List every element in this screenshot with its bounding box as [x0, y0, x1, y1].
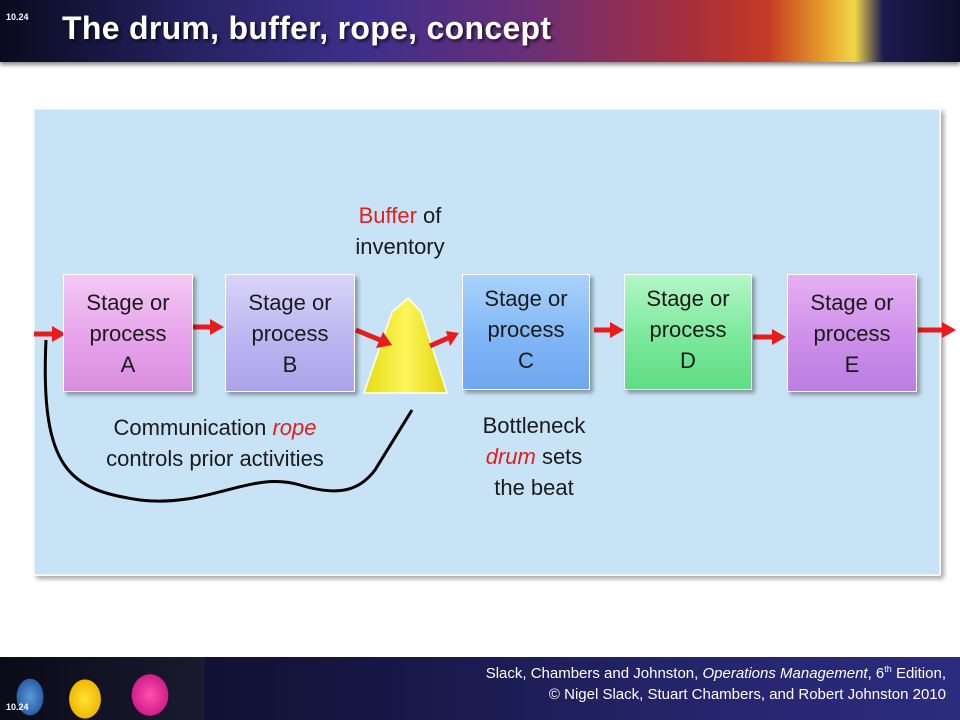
- footer-edition-prefix: , 6: [867, 665, 885, 682]
- stage-c-line2: process: [487, 317, 565, 342]
- buffer-label: Buffer of inventory: [300, 200, 500, 262]
- stage-process-a: Stage or process A: [63, 274, 193, 392]
- buffer-line2: inventory: [355, 234, 445, 259]
- arrow-buffer-to-c: [428, 335, 450, 349]
- page-number-top: 10.24: [6, 12, 29, 22]
- buffer-triangle: [362, 296, 449, 394]
- arrow-a-to-b-head: [210, 319, 224, 335]
- stage-d-line1: Stage or: [646, 286, 730, 311]
- rope-highlight: rope: [272, 415, 317, 440]
- footer-edition-sup: th: [884, 664, 892, 674]
- stage-process-c: Stage or process C: [462, 274, 590, 390]
- rope-label: Communication rope controls prior activi…: [60, 412, 370, 474]
- footer-citation: Slack, Chambers and Johnston, Operations…: [486, 664, 946, 682]
- stage-e-line2: process: [813, 320, 891, 346]
- rope-line2: controls prior activities: [106, 446, 324, 471]
- stage-process-b: Stage or process B: [225, 274, 355, 392]
- arrows: [34, 319, 956, 349]
- stage-a-line1: Stage or: [86, 289, 170, 315]
- stage-process-e: Stage or process E: [787, 274, 917, 392]
- buffer-rest: of: [416, 203, 442, 228]
- stage-e-line1: Stage or: [810, 289, 894, 315]
- stage-c-line1: Stage or: [484, 286, 568, 311]
- footer-authors: Slack, Chambers and Johnston,: [485, 665, 703, 682]
- stage-d-line3: D: [680, 348, 696, 373]
- drum-highlight: drum: [485, 444, 536, 469]
- stage-a-line3: A: [120, 351, 136, 377]
- footer-book-title: Operations Management: [702, 665, 868, 682]
- buffer-highlight: Buffer: [358, 203, 417, 228]
- rope-curve: [43, 339, 414, 503]
- stage-a-line2: process: [89, 320, 167, 346]
- drum-line1: Bottleneck: [482, 413, 586, 438]
- stage-d-line2: process: [649, 317, 727, 342]
- arrow-out-of-e-head: [942, 322, 956, 338]
- arrow-buffer-to-c-head: [446, 331, 459, 346]
- footer-paint-cans-image: [0, 657, 205, 720]
- arrow-b-to-buffer: [355, 327, 381, 343]
- arrow-b-to-buffer-head: [376, 332, 392, 348]
- header-band: [0, 0, 960, 62]
- page-number-bottom: 10.24: [6, 702, 29, 712]
- stage-b-line3: B: [282, 351, 298, 377]
- stage-e-line3: E: [844, 351, 860, 377]
- drum-line3: the beat: [494, 475, 574, 500]
- rope-prefix: Communication: [113, 415, 273, 440]
- arrow-d-to-e-head: [772, 329, 786, 345]
- drum-rest: sets: [535, 444, 583, 469]
- stage-b-line2: process: [251, 320, 329, 346]
- drum-label: Bottleneck drum sets the beat: [434, 410, 634, 503]
- stage-process-d: Stage or process D: [624, 274, 752, 390]
- slide-title: The drum, buffer, rope, concept: [62, 10, 552, 46]
- footer-copyright: © Nigel Slack, Stuart Chambers, and Robe…: [548, 686, 946, 703]
- arrow-c-to-d-head: [610, 322, 624, 338]
- stage-b-line1: Stage or: [248, 289, 332, 315]
- footer-edition-suffix: Edition,: [891, 665, 946, 682]
- arrow-into-a-head: [52, 326, 66, 342]
- stage-c-line3: C: [518, 348, 534, 373]
